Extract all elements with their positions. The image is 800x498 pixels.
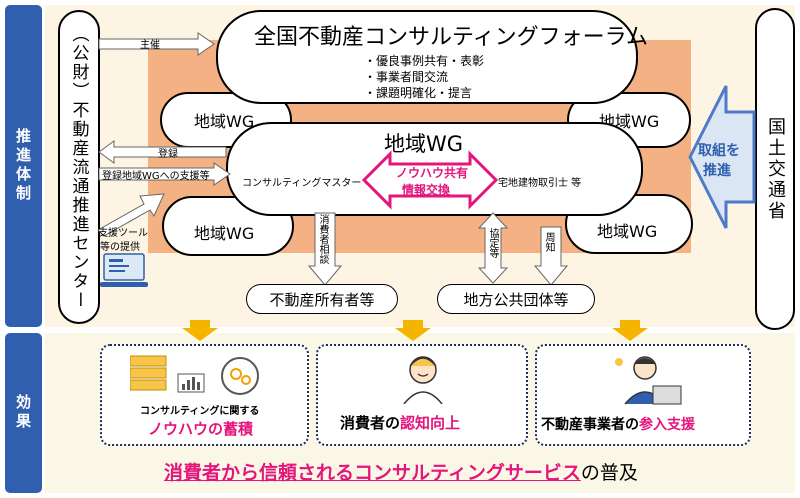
effect-3-pre: 不動産事業者の [541, 417, 639, 433]
conclusion-rest: の普及 [580, 462, 638, 484]
regional-wg-label: 地域WG [194, 224, 255, 243]
side-tab-effect: 効果 [5, 333, 42, 493]
effect-1-highlight: ノウハウの蓄積 [148, 420, 254, 438]
effect-arrow-2 [395, 320, 431, 341]
consumer-person-icon [403, 356, 443, 404]
support-arrow [98, 162, 231, 186]
ministry-effort-label-1: 取組を [698, 143, 740, 159]
forum-title: 全国不動産コンサルティングフォーラム [254, 25, 649, 50]
notice-label: 周知 [543, 232, 554, 252]
effect-arrow-1 [182, 320, 218, 341]
central-wg-left-member: コンサルティングマスター 等 [242, 178, 375, 189]
tools-label-1: 支援ツール [98, 228, 148, 239]
register-arrow [98, 140, 227, 164]
conclusion: 消費者から信頼されるコンサルティングサービスの普及 [164, 458, 638, 485]
knowhow-illustration-icon [130, 355, 259, 395]
regional-wg-label: 地域WG [194, 112, 255, 131]
exchange-label-1: ノウハウ共有 [396, 166, 469, 180]
business-person-icon [615, 356, 682, 405]
effect-1-small: コンサルティングに関する [140, 406, 260, 417]
effect-3-highlight: 参入支援 [639, 417, 695, 433]
regional-wg-label: 地域WG [597, 222, 658, 241]
notice-arrow [534, 226, 568, 286]
effect-box-awareness: 消費者の認知向上 [316, 344, 528, 446]
tools-label-2: 等の提供 [100, 242, 140, 253]
sponsor-arrow [98, 32, 215, 56]
agreement-label: 協定等 [487, 228, 498, 258]
forum-bullet: ・優良事例共有・表彰 [364, 54, 485, 68]
local-government-pill: 地方公共団体等 [437, 284, 595, 314]
side-tab-structure: 推進体制 [5, 5, 42, 327]
consult-arrow [308, 212, 342, 286]
central-wg-title: 地域WG [384, 132, 464, 156]
ministry-effort-label-2: 推進 [703, 163, 731, 179]
forum-cloud: 全国不動産コンサルティングフォーラム ・優良事例共有・表彰 ・事業者間交流 ・課… [216, 10, 648, 104]
computer-icon [100, 253, 148, 287]
effect-3-text: 不動産事業者の参入支援 [541, 414, 695, 434]
right-organization: 国土交通省 [755, 8, 795, 330]
central-wg-right-member: 宅地建物取引士 等 [498, 178, 582, 189]
exchange-double-arrow [361, 150, 499, 210]
conclusion-highlight: 消費者から信頼されるコンサルティングサービス [164, 462, 581, 484]
tools-arrow [97, 193, 165, 237]
agreement-arrow [478, 212, 508, 284]
effect-arrow-3 [612, 320, 648, 341]
forum-bullet: ・課題明確化・提言 [364, 86, 473, 100]
left-organization: （公財）不動産流通推進センター [58, 10, 100, 324]
owners-pill: 不動産所有者等 [246, 284, 398, 314]
effect-box-entry: 不動産事業者の参入支援 [535, 344, 751, 446]
register-label: 登録 [158, 149, 178, 160]
forum-bullet: ・事業者間交流 [364, 70, 449, 84]
effect-2-text: 消費者の認知向上 [340, 412, 460, 433]
effect-2-pre: 消費者の [340, 414, 401, 432]
exchange-label-2: 情報交換 [402, 183, 451, 197]
consult-label: 消費者相談 [317, 214, 328, 264]
effect-2-highlight: 認知向上 [400, 414, 461, 432]
effect-box-knowhow: コンサルティングに関する ノウハウの蓄積 [100, 344, 309, 446]
sponsor-label: 主催 [140, 40, 160, 51]
ministry-arrow [688, 85, 756, 229]
support-label: 登録地域WGへの支援等 [102, 171, 210, 182]
